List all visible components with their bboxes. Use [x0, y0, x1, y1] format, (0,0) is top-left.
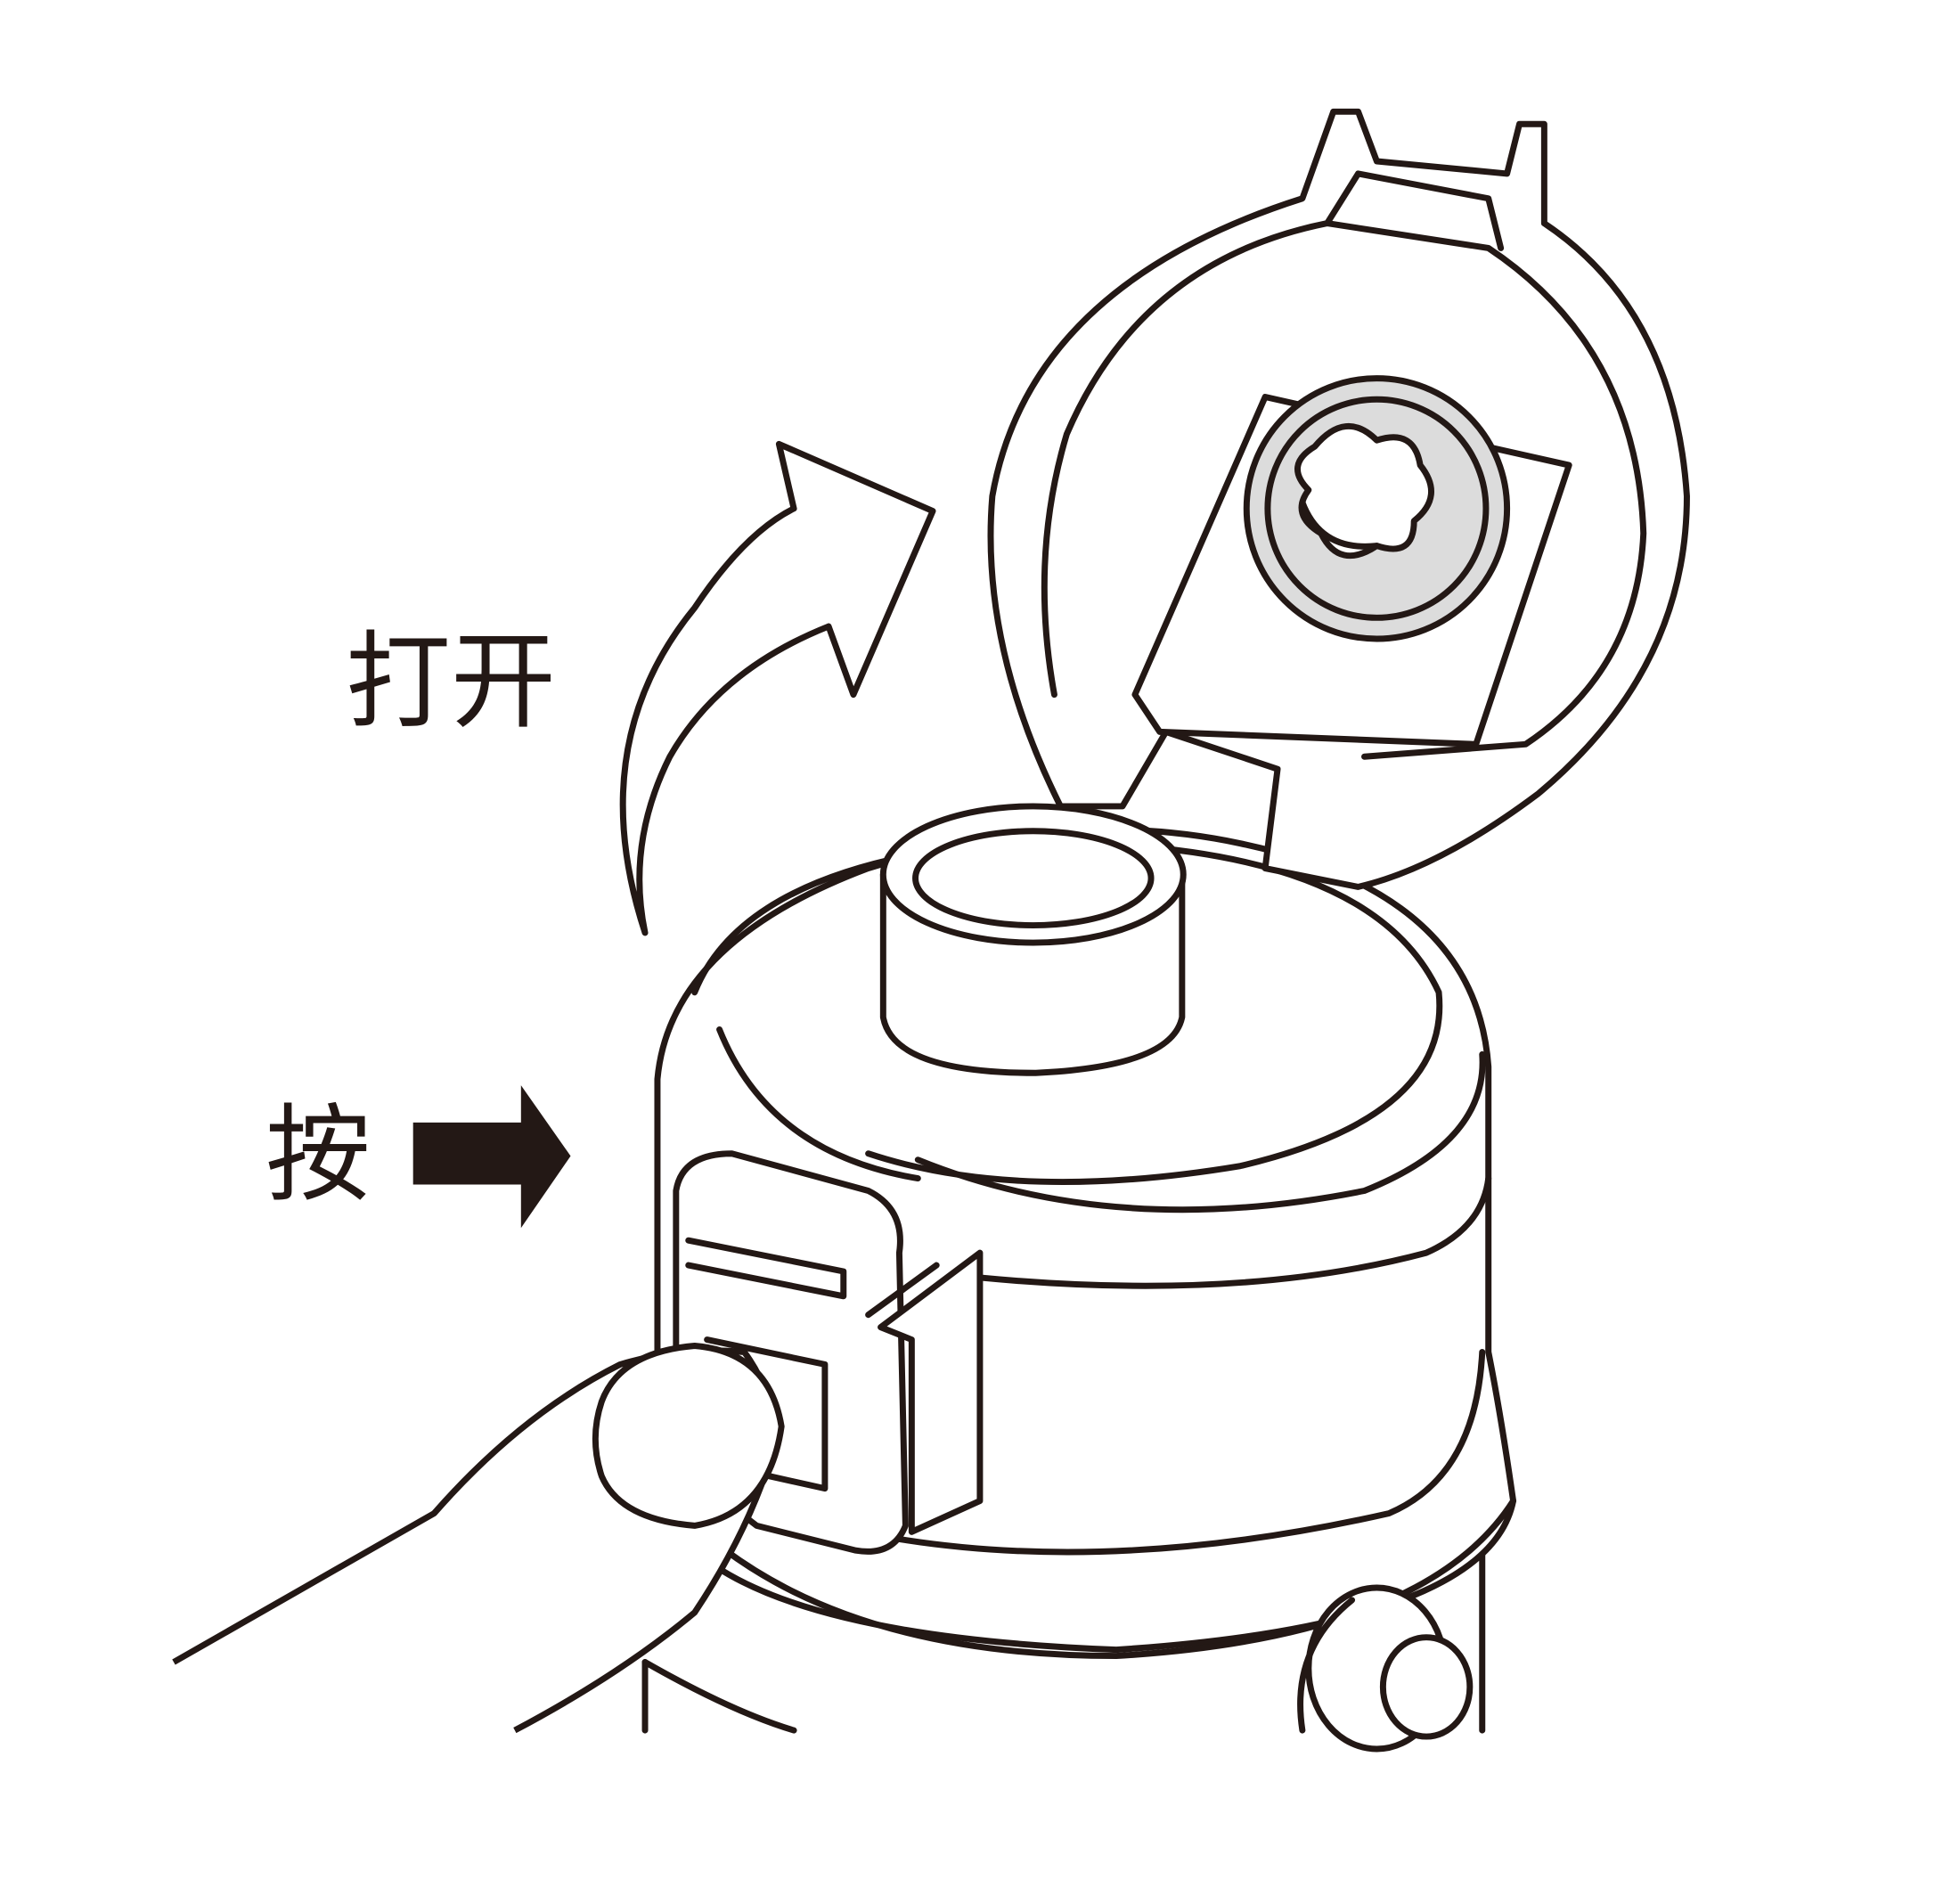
spout: [879, 803, 1187, 1076]
open-label: 打开: [346, 620, 557, 743]
press-label: 按: [265, 1093, 371, 1216]
hand: [172, 1343, 797, 1734]
open-lid: [987, 108, 1690, 890]
arrow-right-icon: [412, 1085, 571, 1229]
curved-arrow-up-right-icon: [619, 440, 936, 936]
